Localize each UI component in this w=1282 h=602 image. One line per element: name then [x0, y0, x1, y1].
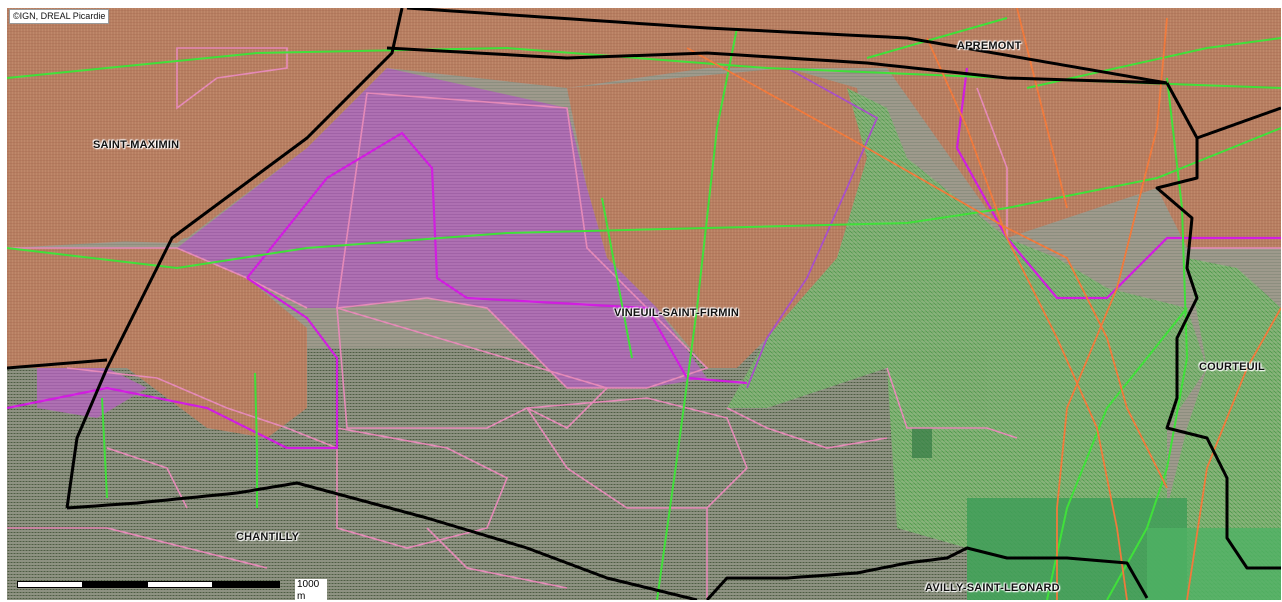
zone-brown-east — [977, 78, 1281, 248]
scale-segment — [147, 581, 213, 588]
map-view[interactable]: ©IGN, DREAL Picardie SAINT-MAXIMIN APREM… — [7, 8, 1281, 600]
zone-green-block — [912, 428, 932, 458]
zone-purple — [177, 68, 707, 388]
label-avilly-saint-leonard: AVILLY-SAINT-LEONARD — [925, 582, 1060, 594]
label-vineuil-saint-firmin: VINEUIL-SAINT-FIRMIN — [614, 307, 739, 319]
zone-green-center — [727, 88, 1207, 438]
purple-outline — [746, 67, 879, 389]
zone-brown-west — [7, 248, 307, 438]
scale-label: 1000 m — [295, 579, 327, 600]
label-courteuil: COURTEUIL — [1199, 361, 1265, 373]
commune-boundaries — [7, 8, 1281, 600]
label-chantilly: CHANTILLY — [236, 531, 300, 543]
orange-lines — [686, 8, 1281, 600]
zone-purple-west — [37, 368, 147, 418]
map-canvas[interactable] — [7, 8, 1281, 600]
scale-bar: 1000 m — [17, 579, 327, 600]
label-saint-maximin: SAINT-MAXIMIN — [93, 139, 180, 151]
label-apremont: APREMONT — [957, 40, 1022, 52]
copyright-notice: ©IGN, DREAL Picardie — [9, 9, 110, 24]
zone-brown-saint-maximin — [7, 38, 387, 243]
scale-segment — [212, 581, 280, 588]
scale-segment — [17, 581, 83, 588]
zone-green-solid-2 — [1147, 528, 1281, 600]
magenta-zone-outlines — [7, 67, 1281, 450]
scale-segment — [82, 581, 148, 588]
